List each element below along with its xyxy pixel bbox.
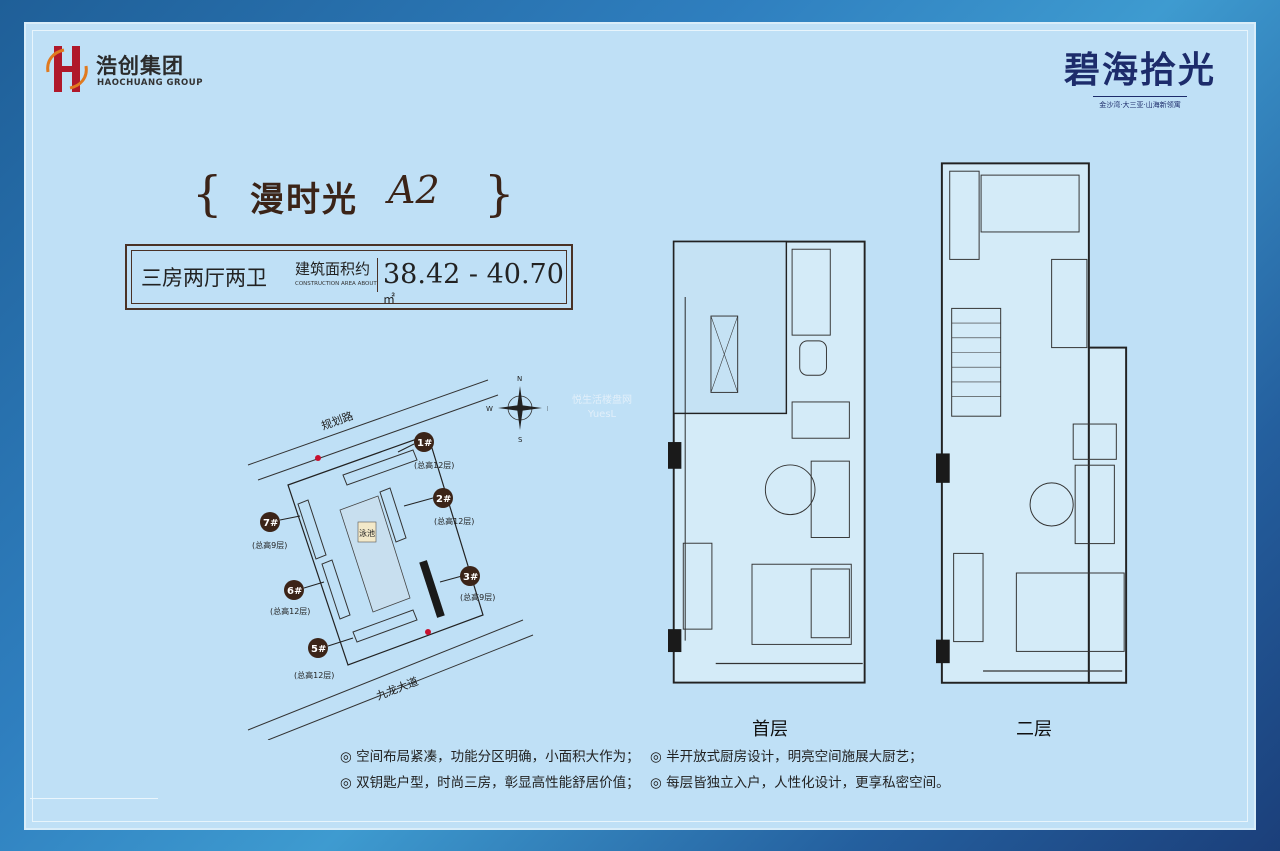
building-7-id: 7# bbox=[263, 518, 278, 529]
feature-list: ◎ 空间布局紧凑，功能分区明确，小面积大作为； ◎ 半开放式厨房设计，明亮空间施… bbox=[340, 744, 1040, 796]
svg-text:S: S bbox=[518, 436, 523, 444]
project-brand: 碧海拾光 金沙湾·大三亚·山海新领寓 bbox=[1040, 48, 1240, 120]
building-7-height: (总高9层) bbox=[252, 540, 287, 550]
building-1-marker: 1# (总高12层) bbox=[397, 432, 454, 470]
unit-code: A2 bbox=[388, 168, 440, 212]
unit-title: { 漫时光 A2 } bbox=[192, 162, 515, 232]
building-2-height: (总高12层) bbox=[434, 516, 474, 526]
area-number: 38.42 - 40.70 bbox=[383, 259, 564, 290]
site-plan: 规划路 九龙大道 泳池 1# (总高12层) 2# (总高12层) 3# (总高… bbox=[247, 375, 548, 740]
building-5-height: (总高12层) bbox=[294, 670, 334, 680]
building-3-marker: 3# (总高9层) bbox=[439, 566, 495, 602]
building-6-height: (总高12层) bbox=[270, 606, 310, 616]
building-3-id: 3# bbox=[463, 572, 478, 583]
left-bracket-icon: { bbox=[192, 166, 223, 222]
building-6-id: 6# bbox=[287, 586, 302, 597]
second-floor-label: 二层 bbox=[1016, 719, 1052, 740]
building-5-marker: 5# (总高12层) bbox=[294, 637, 354, 680]
brand-name: 碧海拾光 bbox=[1063, 49, 1216, 91]
haochuang-logo-icon bbox=[46, 46, 88, 92]
building-7-marker: 7# (总高9层) bbox=[252, 512, 301, 550]
watermark: 悦生活楼盘网 YuesL bbox=[572, 394, 632, 422]
feature-item: ◎ 空间布局紧凑，功能分区明确，小面积大作为； bbox=[340, 749, 640, 765]
building-2-marker: 2# (总高12层) bbox=[403, 488, 474, 526]
building-3-height: (总高9层) bbox=[460, 592, 495, 602]
developer-logo: 浩创集团 HAOCHUANG GROUP bbox=[44, 42, 224, 98]
area-unit: ㎡ bbox=[383, 292, 396, 306]
compass-icon: N W E S bbox=[486, 375, 548, 444]
decorative-line bbox=[30, 798, 158, 799]
area-label: 建筑面积约 bbox=[295, 260, 371, 278]
watermark-line1: 悦生活楼盘网 bbox=[572, 395, 632, 406]
building-2-id: 2# bbox=[436, 494, 451, 505]
unit-name: 漫时光 bbox=[250, 180, 358, 220]
right-bracket-icon: } bbox=[484, 166, 515, 222]
building-1-height: (总高12层) bbox=[414, 460, 454, 470]
gate-icon bbox=[425, 629, 431, 635]
feature-item: ◎ 每层皆独立入户，人性化设计，更享私密空间。 bbox=[650, 775, 950, 791]
road-label-jiulong: 九龙大道 bbox=[374, 674, 420, 703]
logo-chinese: 浩创集团 bbox=[96, 54, 184, 78]
card-border bbox=[32, 30, 1248, 822]
spec-divider bbox=[377, 258, 378, 292]
logo-english: HAOCHUANG GROUP bbox=[97, 78, 203, 88]
feature-item: ◎ 半开放式厨房设计，明亮空间施展大厨艺； bbox=[650, 749, 923, 765]
second-floor-plan bbox=[936, 162, 1128, 684]
pool-label: 泳池 bbox=[359, 528, 375, 538]
feature-item: ◎ 双钥匙户型，时尚三房，彰显高性能舒居价值； bbox=[340, 775, 640, 791]
building-5-id: 5# bbox=[311, 644, 326, 655]
feature-row: ◎ 双钥匙户型，时尚三房，彰显高性能舒居价值； ◎ 每层皆独立入户，人性化设计，… bbox=[340, 770, 1040, 796]
feature-row: ◎ 空间布局紧凑，功能分区明确，小面积大作为； ◎ 半开放式厨房设计，明亮空间施… bbox=[340, 744, 1040, 770]
svg-text:E: E bbox=[547, 405, 548, 413]
building-6-marker: 6# (总高12层) bbox=[270, 580, 325, 616]
first-floor-plan bbox=[668, 240, 866, 684]
area-label-en: CONSTRUCTION AREA ABOUT bbox=[295, 281, 377, 287]
room-layout: 三房两厅两卫 bbox=[141, 266, 267, 290]
area-value: 38.42 - 40.70 ㎡ bbox=[383, 259, 571, 321]
watermark-line2: YuesL bbox=[587, 409, 617, 420]
spec-box: 三房两厅两卫 建筑面积约 CONSTRUCTION AREA ABOUT 38.… bbox=[125, 244, 573, 310]
building-1-id: 1# bbox=[417, 438, 432, 449]
svg-text:W: W bbox=[486, 405, 493, 413]
brand-slogan: 金沙湾·大三亚·山海新领寓 bbox=[1093, 96, 1187, 110]
gate-icon bbox=[315, 455, 321, 461]
spec-inner-border bbox=[131, 250, 567, 304]
svg-text:N: N bbox=[517, 375, 522, 383]
first-floor-label: 首层 bbox=[752, 719, 788, 740]
